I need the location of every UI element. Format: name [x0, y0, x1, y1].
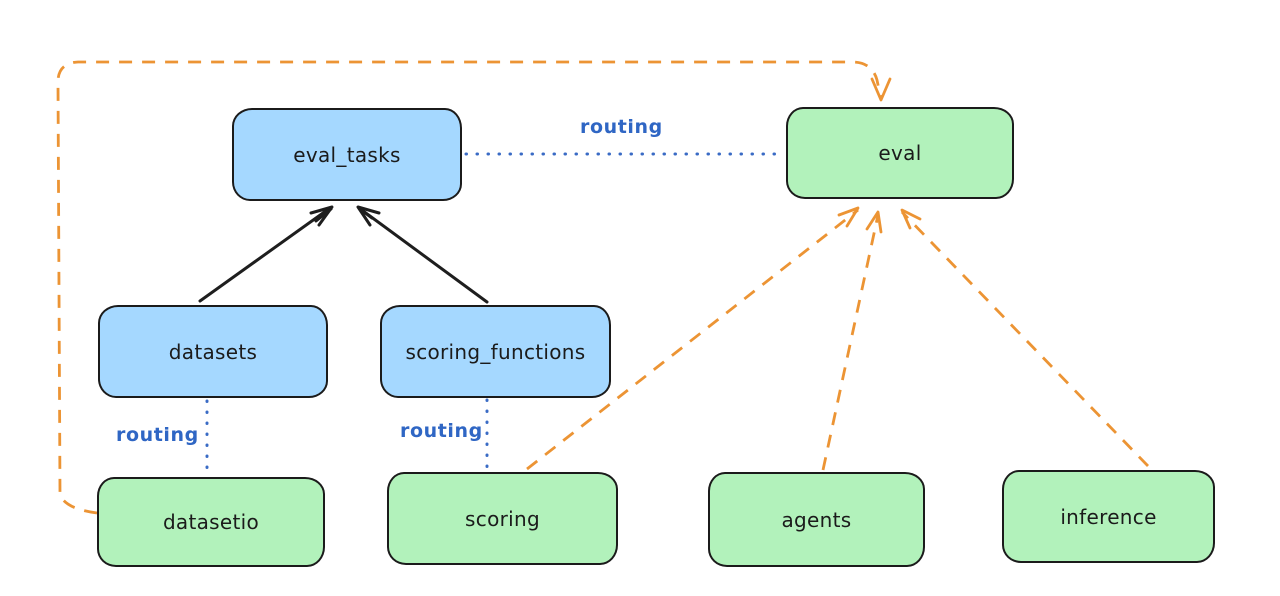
edge-inference-to-eval	[900, 208, 1150, 467]
node-scoring-functions: scoring_functions	[380, 305, 611, 398]
routing-label-top: routing	[580, 116, 663, 138]
edge-scoring-to-eval	[526, 206, 860, 471]
edge-datasetio-to-eval	[56, 60, 892, 515]
edge-scoring_functions-to-eval_tasks	[356, 205, 489, 304]
node-datasets: datasets	[98, 305, 328, 398]
node-eval: eval	[786, 107, 1014, 199]
node-datasets-label: datasets	[168, 339, 258, 364]
node-inference-label: inference	[1060, 504, 1157, 529]
node-scoring: scoring	[387, 472, 618, 565]
node-agents-label: agents	[781, 507, 852, 532]
node-datasetio-label: datasetio	[162, 510, 260, 534]
node-inference: inference	[1002, 470, 1215, 563]
node-eval-tasks-label: eval_tasks	[293, 142, 401, 167]
node-scoring-label: scoring	[465, 506, 540, 531]
routing-label-left: routing	[116, 424, 199, 446]
edge-agents-to-eval	[821, 210, 883, 471]
node-agents: agents	[708, 472, 925, 567]
routing-label-middle: routing	[400, 420, 483, 442]
edge-datasets-to-eval_tasks	[198, 205, 334, 303]
node-scoring-functions-label: scoring_functions	[405, 339, 586, 364]
node-eval-label: eval	[878, 141, 922, 165]
node-datasetio: datasetio	[97, 477, 325, 567]
node-eval-tasks: eval_tasks	[232, 108, 462, 201]
